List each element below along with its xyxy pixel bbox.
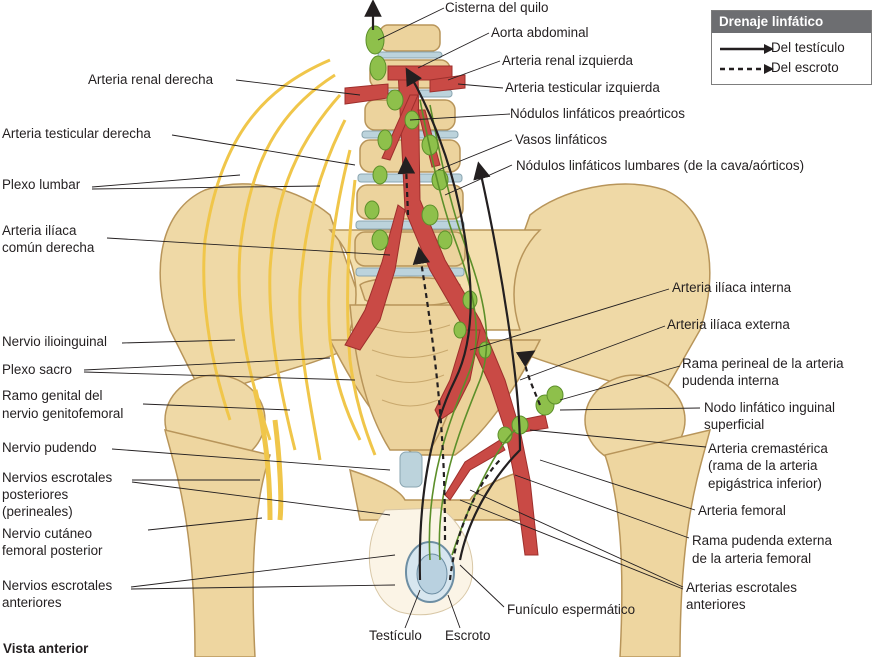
label-arteria-femoral: Arteria femoral: [698, 503, 786, 518]
label-nervios-escrotales-posteriores-3: (perineales): [2, 504, 73, 519]
label-nervio-pudendo: Nervio pudendo: [2, 440, 97, 455]
label-plexo-sacro: Plexo sacro: [2, 362, 72, 377]
label-arteria-renal-derecha: Arteria renal derecha: [88, 72, 214, 87]
label-arteria-iliaca-externa: Arteria ilíaca externa: [667, 317, 790, 332]
label-cisterna-quilo: Cisterna del quilo: [445, 0, 549, 15]
label-nodo-inguinal-1: Nodo linfático inguinal: [704, 400, 836, 415]
label-arteria-testicular-izquierda: Arteria testicular izquierda: [505, 80, 660, 95]
label-rama-pudenda-externa-1: Rama pudenda externa: [692, 533, 832, 548]
label-arteria-cremasterica-2: (rama de la arteria: [708, 458, 818, 473]
solid-arrow-icon: [720, 44, 774, 54]
label-arteria-testicular-derecha: Arteria testicular derecha: [2, 126, 151, 141]
legend-solid-label: Del testículo: [771, 40, 845, 55]
label-arteria-cremasterica-3: epigástrica inferior): [708, 476, 822, 491]
dashed-arrow-icon: [720, 64, 774, 74]
label-nervio-cutaneo-2: femoral posterior: [2, 543, 103, 558]
label-aorta-abdominal: Aorta abdominal: [491, 25, 589, 40]
label-nodulos-lumbares: Nódulos linfáticos lumbares (de la cava/…: [516, 158, 805, 173]
label-arterias-escrotales-1: Arterias escrotales: [686, 580, 797, 595]
label-nervio-ilioinguinal: Nervio ilioinguinal: [2, 334, 107, 349]
label-nervio-cutaneo-1: Nervio cutáneo: [2, 526, 93, 541]
label-arterias-escrotales-2: anteriores: [686, 597, 746, 612]
label-plexo-lumbar: Plexo lumbar: [2, 177, 81, 192]
label-testiculo: Testículo: [369, 628, 422, 643]
label-arteria-iliaca-interna: Arteria ilíaca interna: [672, 280, 792, 295]
label-arteria-iliaca-comun-derecha-2: común derecha: [2, 240, 95, 255]
view-caption: Vista anterior: [3, 641, 89, 656]
label-vasos-linfaticos: Vasos linfáticos: [515, 132, 608, 147]
label-escroto: Escroto: [445, 628, 491, 643]
legend: Drenaje linfático Del testículo Del escr…: [711, 10, 872, 85]
label-rama-perineal-2: pudenda interna: [682, 373, 779, 388]
label-nodo-inguinal-2: superficial: [704, 417, 765, 432]
label-nervios-escrotales-posteriores-1: Nervios escrotales: [2, 470, 113, 485]
femur: [163, 428, 712, 657]
label-nodulos-preaorticos: Nódulos linfáticos preaórticos: [510, 106, 685, 121]
label-nervios-escrotales-anteriores-2: anteriores: [2, 595, 62, 610]
label-funiculo-espermatico: Funículo espermático: [507, 602, 636, 617]
label-rama-perineal-1: Rama perineal de la arteria: [682, 356, 844, 371]
label-nervios-escrotales-posteriores-2: posteriores: [2, 487, 69, 502]
label-rama-pudenda-externa-2: de la arteria femoral: [692, 551, 812, 566]
label-ramo-genital-2: nervio genitofemoral: [2, 406, 124, 421]
legend-title: Drenaje linfático: [712, 11, 871, 33]
leader-lines: [83, 7, 707, 629]
label-arteria-renal-izquierda: Arteria renal izquierda: [502, 53, 633, 68]
lymphatics: [364, 25, 564, 444]
nerves: [202, 58, 377, 521]
label-arteria-cremasterica-1: Arteria cremastérica: [708, 441, 828, 456]
label-nervios-escrotales-anteriores-1: Nervios escrotales: [2, 578, 113, 593]
label-arteria-iliaca-comun-derecha-1: Arteria ilíaca: [2, 223, 77, 238]
label-ramo-genital-1: Ramo genital del: [2, 388, 103, 403]
drainage-arrows: [364, 0, 542, 581]
legend-dashed-label: Del escroto: [771, 60, 839, 75]
